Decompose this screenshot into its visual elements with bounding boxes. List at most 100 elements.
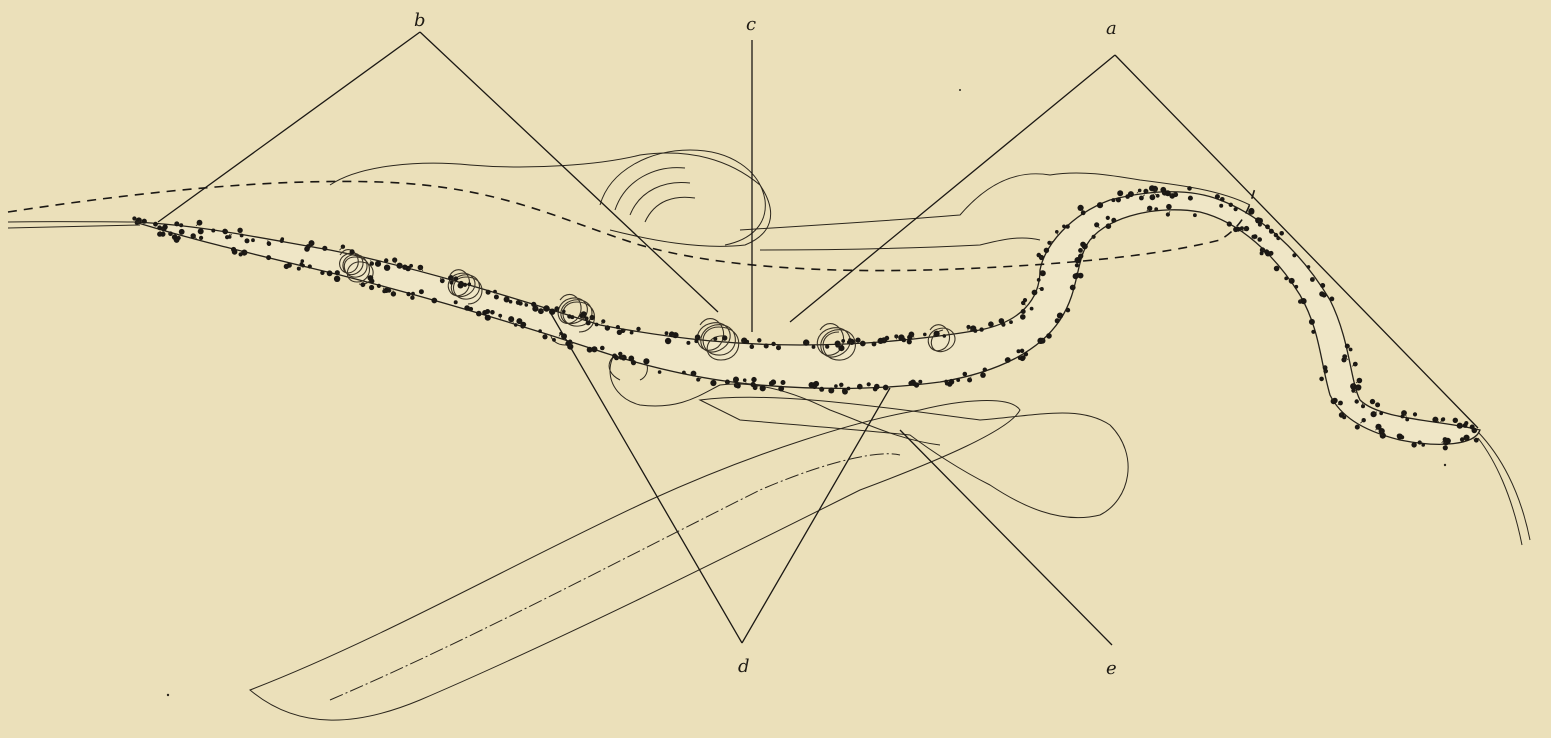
gland-dot [1375,402,1380,407]
gland-dot [1355,425,1360,430]
gland-stalk [1164,192,1165,193]
gland-dot [1292,253,1296,257]
gland-dot [327,270,333,276]
gland-dot [1081,210,1086,215]
gland-dot [387,288,391,292]
leader-a-right [1115,55,1478,428]
gland-dot [1117,190,1123,196]
gland-dot [431,298,437,304]
upper-mesentery [330,153,771,246]
gland-dot [301,259,305,263]
gland-dot [812,345,816,349]
gland-dot [1062,225,1066,229]
gland-stalk [1114,220,1116,221]
gland-dot [179,229,185,235]
gland-dot [538,329,542,333]
gland-dot [450,281,454,285]
gland-dot [142,219,147,224]
gland-dot [267,241,271,245]
gland-stalk [884,340,885,341]
gland-dot [369,285,374,290]
gland-dot [956,378,960,382]
gland-dot [1166,204,1172,210]
gland-dot [1018,356,1022,360]
gland-dot [778,386,784,392]
gland-dot [198,228,204,234]
gland-dot [1248,209,1254,215]
gland-dot [874,384,880,390]
gland-dot [771,379,777,385]
gland-dot [979,327,983,331]
gland-dots [132,185,1478,450]
gland-dot [485,309,490,314]
gland-dot [1421,443,1425,447]
gland-dot [600,346,605,351]
left-duct-lower [8,225,140,228]
gland-dot [1294,285,1298,289]
gland-dot [384,265,390,271]
gland-dot [454,300,458,304]
gland-dot [617,330,622,335]
gland-dot [1078,248,1083,253]
gland-dot [1097,202,1103,208]
leader-b-left [158,32,420,222]
gland-stalk [1128,196,1129,197]
gland-dot [636,327,640,331]
gland-dot [240,234,244,238]
gland-dot [658,370,662,374]
gland-stalk [774,344,776,345]
gland-dot [842,388,847,393]
gland-dot [409,264,413,268]
lower-organ-inner-line [330,454,900,700]
gland-dot [643,358,649,364]
gland-dot [1030,307,1034,311]
gland-dot [943,334,947,338]
gland-dot [988,321,994,327]
gland-dot [1330,297,1335,302]
gland-dot [741,338,747,344]
gland-dot [1257,237,1262,242]
gland-dot [860,341,866,347]
gland-dot [1188,196,1193,201]
gland-dot [1065,224,1069,228]
gland-dot [1150,194,1156,200]
gland-dot [1453,418,1458,423]
label-a: a [1106,18,1117,39]
gland-stalk [179,236,180,238]
gland-dot [908,381,913,386]
gland-dot [1021,309,1026,314]
gland-dot [245,238,250,243]
gland-dot [406,292,410,296]
gland-dot [630,331,634,335]
lower-elongate-organ [250,401,1020,721]
gland-dot [231,247,236,252]
gland-dot [1106,216,1110,220]
gland-dot [322,246,327,251]
gland-dot [841,339,845,343]
gland-dot [1193,213,1197,217]
gland-dot [1046,333,1052,339]
gland-dot [855,338,860,343]
gland-dot [665,338,671,344]
gland-dot [1009,320,1013,324]
main-glandular-tube [135,192,1480,445]
gland-stalk [1474,430,1477,431]
gland-dot [493,290,497,294]
gland-dot [898,334,904,340]
gland-dot [1024,352,1028,356]
gland-dot [686,341,690,345]
gland-dot [1073,273,1079,279]
gland-dot [531,302,536,307]
gland-dot [963,372,968,377]
gland-dot [562,310,566,314]
gland-dot [1080,242,1086,248]
gland-stalk [947,382,948,384]
speck [167,694,169,696]
gland-dot [304,246,310,252]
curled-lobe-fold-3 [645,197,695,222]
gland-dot [907,339,912,344]
gland-dot [867,382,871,386]
gland-dot [883,385,889,391]
gland-dot [361,282,366,287]
gland-dot [1370,399,1375,404]
